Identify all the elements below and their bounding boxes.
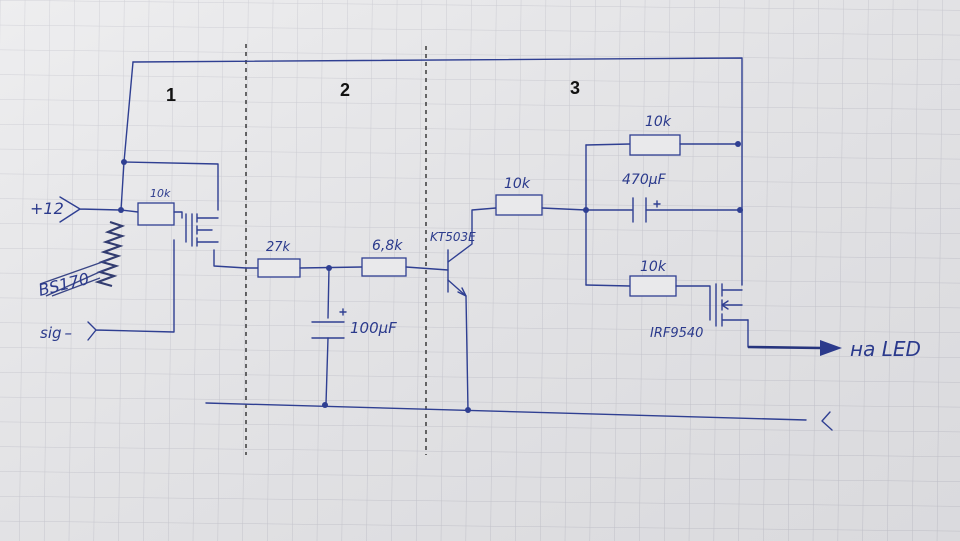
scribble <box>39 220 126 297</box>
section-3-number: 3 <box>570 78 580 98</box>
section-2-number: 2 <box>340 80 350 100</box>
r10-top-label: 10k <box>645 114 672 130</box>
r10-base-label: 10k <box>504 176 531 192</box>
resistor-icon <box>629 134 681 156</box>
sig-arrow-icon <box>87 239 175 341</box>
ground-arrow-icon <box>821 411 833 431</box>
bottom-rail <box>205 402 833 431</box>
resistor-icon <box>495 194 543 216</box>
r-in-label: 10k <box>150 187 171 200</box>
mosfet-icon <box>715 283 749 348</box>
transistor-label: KT503E <box>430 230 476 244</box>
section-3 <box>447 134 842 411</box>
arrow-in-icon <box>59 196 121 223</box>
r27-label: 27k <box>266 240 291 255</box>
resistor-icon <box>137 202 175 226</box>
resistor-icon <box>629 275 677 297</box>
supply-label: +12 <box>30 199 64 218</box>
section-2 <box>245 257 449 405</box>
section-1-number: 1 <box>166 85 176 105</box>
sig-label: sig – <box>40 324 72 342</box>
mosfet-icon <box>191 213 247 269</box>
output-label: на LED <box>850 337 921 361</box>
resistor-icon <box>257 258 301 278</box>
resistor-icon <box>361 257 407 277</box>
r68-label: 6,8k <box>372 238 403 254</box>
mosfet-label: IRF9540 <box>650 326 703 341</box>
cap100-label: 100µF <box>350 319 397 337</box>
npn-transistor-icon <box>447 207 497 411</box>
arrow-out-icon <box>820 340 842 356</box>
r10-gate-label: 10k <box>640 259 667 275</box>
cap470-label: 470µF <box>622 172 667 188</box>
